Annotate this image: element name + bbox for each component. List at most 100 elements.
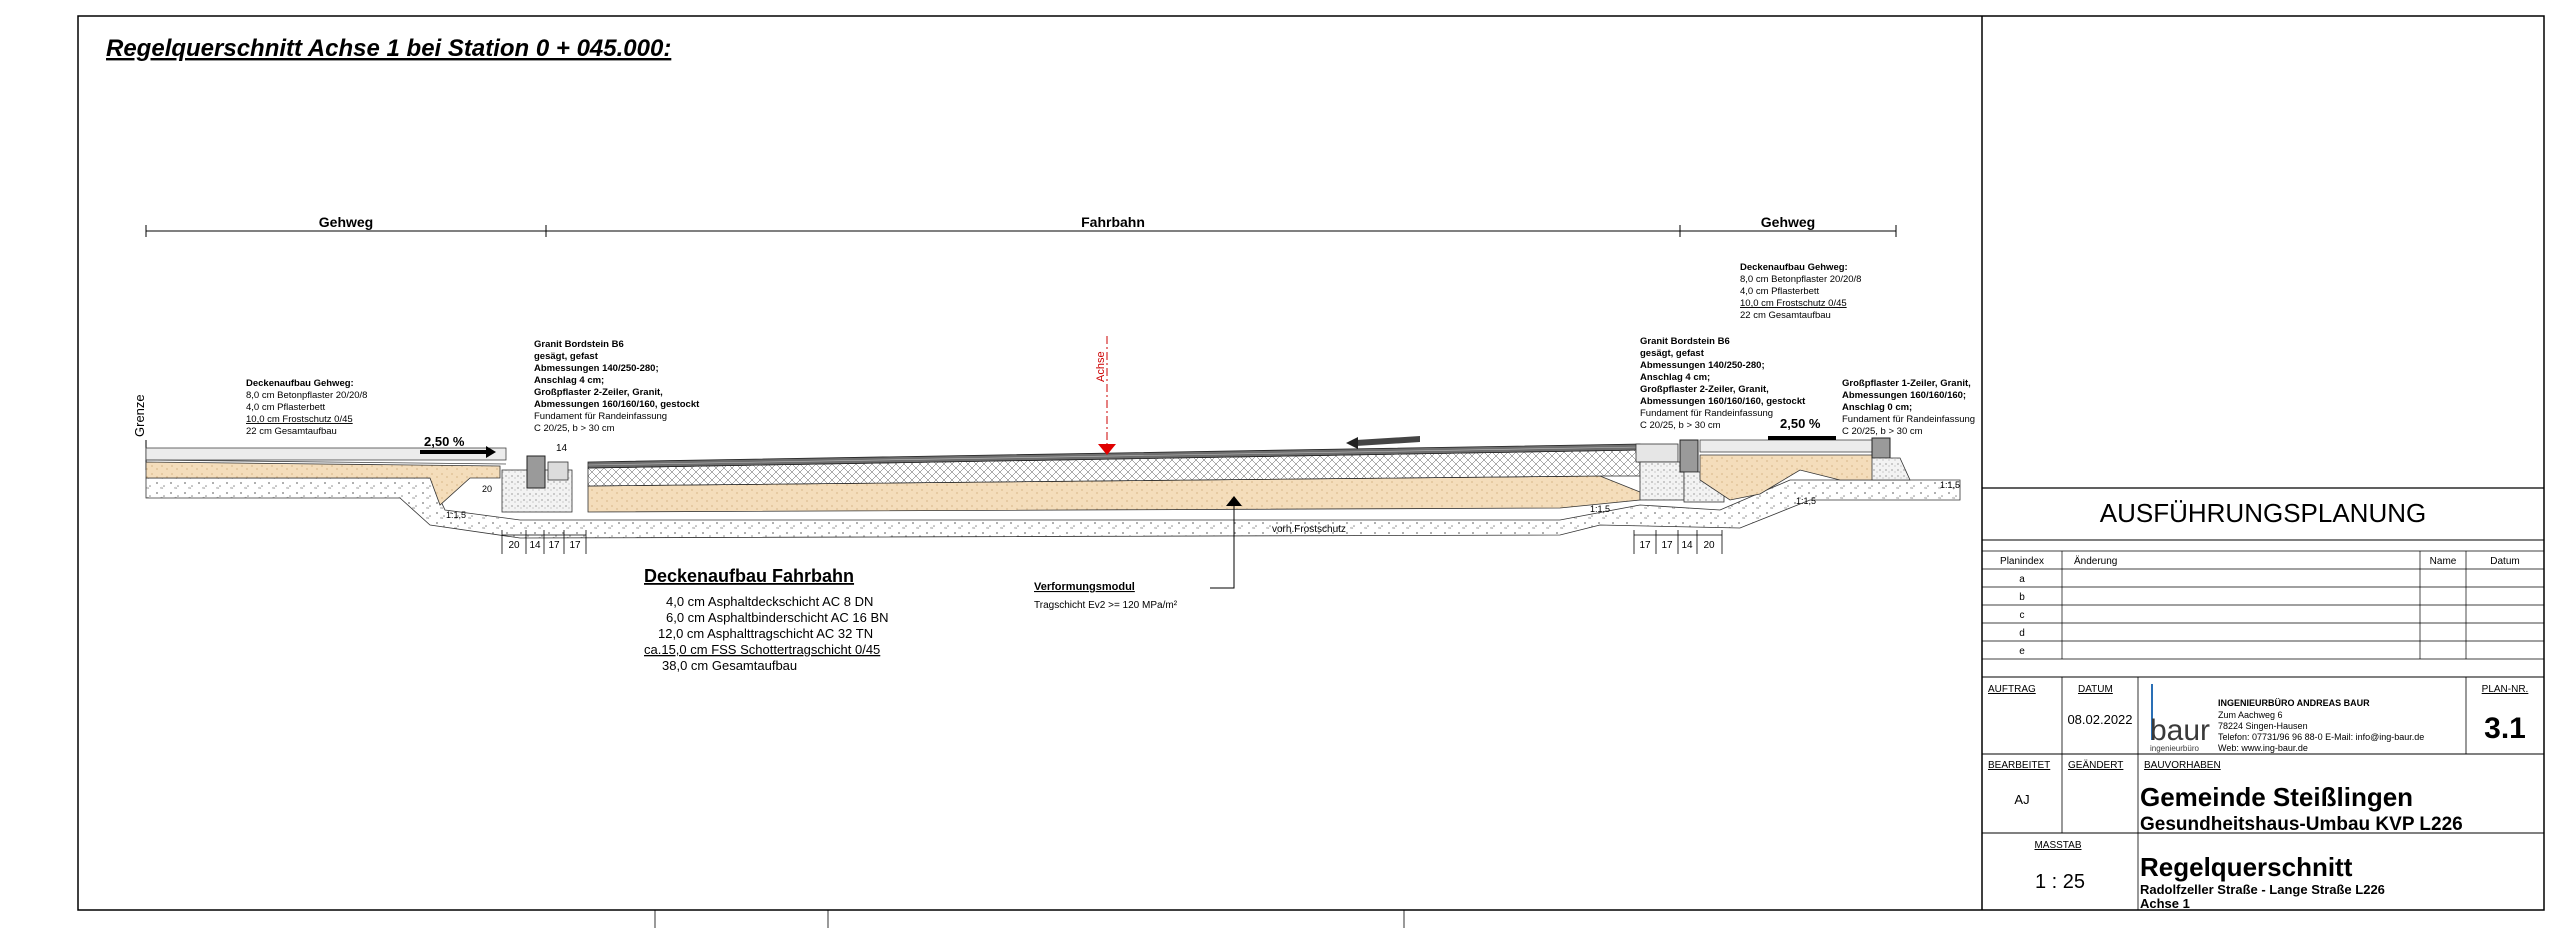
svg-text:C 20/25, b > 30 cm: C 20/25, b > 30 cm bbox=[1640, 420, 1721, 431]
svg-text:Abmessungen 160/160/160;: Abmessungen 160/160/160; bbox=[1842, 390, 1966, 401]
left-curb-note: Granit Bordstein B6 gesägt, gefast Abmes… bbox=[534, 339, 700, 434]
bauvorhaben-label: BAUVORHABEN bbox=[2144, 760, 2221, 771]
right-gehweg-note: Deckenaufbau Gehweg: 8,0 cm Betonpflaste… bbox=[1740, 262, 1861, 321]
svg-text:Deckenaufbau Gehweg:: Deckenaufbau Gehweg: bbox=[246, 378, 354, 389]
logo-word: baur bbox=[2150, 714, 2210, 747]
svg-text:e: e bbox=[2019, 646, 2025, 657]
auftrag-label: AUFTRAG bbox=[1988, 684, 2036, 695]
svg-text:14: 14 bbox=[1681, 540, 1693, 551]
verformung-text: Tragschicht Ev2 >= 120 MPa/m² bbox=[1034, 600, 1178, 611]
plan-nr: 3.1 bbox=[2484, 712, 2526, 745]
svg-text:4,0 cm Pflasterbett: 4,0 cm Pflasterbett bbox=[246, 402, 326, 413]
verformung-heading: Verformungsmodul bbox=[1034, 581, 1135, 593]
axis-triangle bbox=[1098, 444, 1116, 455]
svg-text:Zum Aachweg 6: Zum Aachweg 6 bbox=[2218, 710, 2283, 720]
gemeinde: Gemeinde Steißlingen bbox=[2140, 782, 2413, 812]
plan-nr-label: PLAN-NR. bbox=[2482, 684, 2529, 695]
svg-text:Web: www.ing-baur.de: Web: www.ing-baur.de bbox=[2218, 743, 2308, 753]
outer-frame bbox=[77, 15, 2545, 911]
cross-section bbox=[145, 437, 1961, 539]
svg-text:22 cm Gesamtaufbau: 22 cm Gesamtaufbau bbox=[1740, 310, 1831, 321]
svg-text:Großpflaster 2-Zeiler, Granit,: Großpflaster 2-Zeiler, Granit, bbox=[534, 387, 663, 398]
aenderung-header: Änderung bbox=[2074, 555, 2117, 567]
achse-label: Achse bbox=[1095, 351, 1107, 382]
svg-text:17: 17 bbox=[1639, 540, 1651, 551]
frostschutz-label: vorh.Frostschutz bbox=[1272, 524, 1346, 535]
datum-value: 08.02.2022 bbox=[2067, 712, 2132, 727]
svg-text:Abmessungen 140/250-280;: Abmessungen 140/250-280; bbox=[534, 363, 659, 374]
svg-text:17: 17 bbox=[569, 540, 581, 551]
bearbeitet-label: BEARBEITET bbox=[1988, 760, 2050, 771]
slope-ratio-left: 1:1,5 bbox=[446, 510, 466, 520]
slope-left: 2,50 % bbox=[424, 434, 465, 449]
datum-label: DATUM bbox=[2078, 684, 2113, 695]
svg-text:4,0 cm Pflasterbett: 4,0 cm Pflasterbett bbox=[1740, 286, 1820, 297]
fahrbahn-build-legend: Deckenaufbau Fahrbahn 4,0 cm Asphaltdeck… bbox=[644, 566, 889, 673]
svg-text:17: 17 bbox=[548, 540, 560, 551]
plan-title: Regelquerschnitt bbox=[2140, 852, 2353, 882]
svg-text:Anschlag 4 cm;: Anschlag 4 cm; bbox=[1640, 372, 1710, 383]
svg-text:Deckenaufbau Gehweg:: Deckenaufbau Gehweg: bbox=[1740, 262, 1848, 273]
svg-text:14: 14 bbox=[529, 540, 541, 551]
zone-label-left: Gehweg bbox=[319, 214, 373, 230]
right-curb-foundation bbox=[1639, 461, 1685, 501]
bearbeitet-value: AJ bbox=[2014, 792, 2029, 807]
svg-text:20: 20 bbox=[508, 540, 520, 551]
svg-text:17: 17 bbox=[1661, 540, 1673, 551]
svg-text:Granit Bordstein B6: Granit Bordstein B6 bbox=[534, 339, 624, 350]
svg-text:38,0 cm Gesamtaufbau: 38,0 cm Gesamtaufbau bbox=[662, 658, 797, 673]
slope-ratio-edge: 1:1,5 bbox=[1940, 480, 1960, 490]
svg-text:8,0 cm Betonpflaster 20/20/8: 8,0 cm Betonpflaster 20/20/8 bbox=[1740, 274, 1861, 285]
plan-sub2: Achse 1 bbox=[2140, 896, 2190, 911]
svg-text:gesägt, gefast: gesägt, gefast bbox=[534, 351, 599, 362]
plan-sub1: Radolfzeller Straße - Lange Straße L226 bbox=[2140, 882, 2385, 897]
svg-text:Telefon: 07731/96 96 88-0 E-Ma: Telefon: 07731/96 96 88-0 E-Mail: info@i… bbox=[2218, 732, 2424, 742]
svg-text:Abmessungen 160/160/160, gesto: Abmessungen 160/160/160, gestockt bbox=[1640, 396, 1806, 407]
dimension-chain-right: 17 17 14 20 bbox=[1633, 530, 1723, 554]
svg-text:Fundament für Randeinfassung: Fundament für Randeinfassung bbox=[1640, 408, 1773, 419]
svg-text:Granit Bordstein B6: Granit Bordstein B6 bbox=[1640, 336, 1730, 347]
svg-text:C 20/25, b > 30 cm: C 20/25, b > 30 cm bbox=[1842, 426, 1923, 437]
right-edge-stone bbox=[1871, 437, 1891, 459]
logo-sub: ingenieurbüro bbox=[2150, 744, 2199, 753]
svg-text:22 cm Gesamtaufbau: 22 cm Gesamtaufbau bbox=[246, 426, 337, 437]
svg-text:10,0 cm Frostschutz 0/45: 10,0 cm Frostschutz 0/45 bbox=[1740, 298, 1847, 309]
svg-text:Anschlag 4 cm;: Anschlag 4 cm; bbox=[534, 375, 604, 386]
fahrbahn-build-heading: Deckenaufbau Fahrbahn bbox=[644, 566, 854, 586]
svg-text:78224 Singen-Hausen: 78224 Singen-Hausen bbox=[2218, 721, 2308, 731]
zone-label-middle: Fahrbahn bbox=[1081, 214, 1145, 230]
massstab: 1 : 25 bbox=[2035, 871, 2085, 893]
slope-ratio-right: 1:1,5 bbox=[1796, 496, 1816, 506]
svg-text:6,0 cm Asphaltbinderschicht A: 6,0 cm Asphaltbinderschicht AC 16 BN bbox=[666, 610, 889, 625]
svg-text:d: d bbox=[2019, 628, 2025, 639]
svg-text:Großpflaster 1-Zeiler, Granit,: Großpflaster 1-Zeiler, Granit, bbox=[1842, 378, 1971, 389]
planung-title: AUSFÜHRUNGSPLANUNG bbox=[2100, 498, 2427, 528]
planindex-header: Planindex bbox=[2000, 556, 2044, 567]
right-sidewalk-paving bbox=[1699, 439, 1873, 453]
subgrade-gravel bbox=[145, 477, 1961, 539]
svg-text:Fundament für Randeinfassung: Fundament für Randeinfassung bbox=[1842, 414, 1975, 425]
grenze-label: Grenze bbox=[132, 394, 147, 437]
geaendert-label: GEÄNDERT bbox=[2068, 759, 2123, 771]
svg-text:4,0 cm Asphaltdeckschicht AC: 4,0 cm Asphaltdeckschicht AC 8 DN bbox=[666, 594, 873, 609]
right-curb-note: Granit Bordstein B6 gesägt, gefast Abmes… bbox=[1640, 336, 1806, 431]
left-curb bbox=[526, 455, 546, 489]
svg-text:20: 20 bbox=[1703, 540, 1715, 551]
svg-text:Abmessungen 160/160/160, gesto: Abmessungen 160/160/160, gestockt bbox=[534, 399, 700, 410]
svg-text:12,0 cm Asphalttragschicht AC: 12,0 cm Asphalttragschicht AC 32 TN bbox=[658, 626, 873, 641]
svg-text:Abmessungen 140/250-280;: Abmessungen 140/250-280; bbox=[1640, 360, 1765, 371]
svg-text:C 20/25, b > 30 cm: C 20/25, b > 30 cm bbox=[534, 423, 615, 434]
company-address: INGENIEURBÜRO ANDREAS BAUR Zum Aachweg 6… bbox=[2218, 698, 2424, 753]
massstab-label: MASSTAB bbox=[2034, 840, 2081, 851]
left-sidewalk-paving bbox=[145, 447, 507, 461]
projekt: Gesundheitshaus-Umbau KVP L226 bbox=[2140, 814, 2463, 835]
zone-label-right: Gehweg bbox=[1761, 214, 1815, 230]
svg-text:a: a bbox=[2019, 574, 2025, 585]
small-label-14: 14 bbox=[556, 443, 568, 454]
drawing-title: Regelquerschnitt Achse 1 bei Station 0 +… bbox=[106, 35, 671, 62]
title-block: AUSFÜHRUNGSPLANUNG Planindex Änderung Na… bbox=[1982, 487, 2544, 911]
svg-text:8,0 cm Betonpflaster 20/20/8: 8,0 cm Betonpflaster 20/20/8 bbox=[246, 390, 367, 401]
slope-ratio-mid: 1:1,5 bbox=[1590, 504, 1610, 514]
svg-text:10,0 cm Frostschutz 0/45: 10,0 cm Frostschutz 0/45 bbox=[246, 414, 353, 425]
